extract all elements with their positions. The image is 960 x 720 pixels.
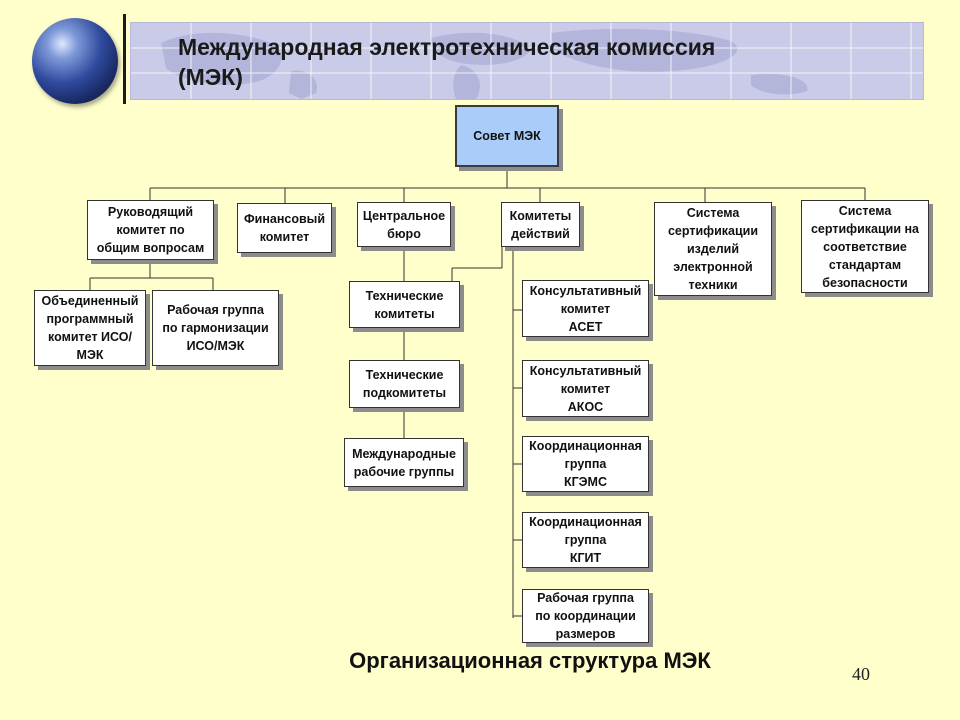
globe-icon: [32, 18, 118, 104]
acos-committee-box: Консультативный комитет АКОС: [522, 360, 649, 417]
header-band: [130, 22, 924, 100]
safety-certification-box: Система сертификации на соответствие ста…: [801, 200, 929, 293]
management-committee-box: Руководящий комитет по общим вопросам: [87, 200, 214, 260]
world-map-background: [131, 23, 923, 99]
electronic-certification-box: Система сертификации изделий электронной…: [654, 202, 772, 296]
header-divider: [123, 14, 126, 104]
central-office-box: Центральное бюро: [357, 202, 451, 247]
technical-subcommittees-box: Технические подкомитеты: [349, 360, 460, 408]
harmonization-group-box: Рабочая группа по гармонизации ИСО/МЭК: [152, 290, 279, 366]
council-box: Совет МЭК: [455, 105, 559, 167]
title-line-2: (МЭК): [178, 64, 243, 90]
page-title: Международная электротехническая комисси…: [178, 32, 898, 92]
technical-committees-box: Технические комитеты: [349, 281, 460, 328]
title-line-1: Международная электротехническая комисси…: [178, 34, 716, 60]
size-coordination-group-box: Рабочая группа по координации размеров: [522, 589, 649, 643]
finance-committee-box: Финансовый комитет: [237, 203, 332, 253]
acet-committee-box: Консультативный комитет АСЕТ: [522, 280, 649, 337]
working-groups-box: Международные рабочие группы: [344, 438, 464, 487]
action-committees-box: Комитеты действий: [501, 202, 580, 247]
kgit-group-box: Координационная группа КГИТ: [522, 512, 649, 568]
diagram-caption: Организационная структура МЭК: [349, 648, 711, 673]
page-number: 40: [852, 664, 870, 684]
kgems-group-box: Координационная группа КГЭМС: [522, 436, 649, 492]
joint-program-committee-box: Объединенный программный комитет ИСО/ МЭ…: [34, 290, 146, 366]
